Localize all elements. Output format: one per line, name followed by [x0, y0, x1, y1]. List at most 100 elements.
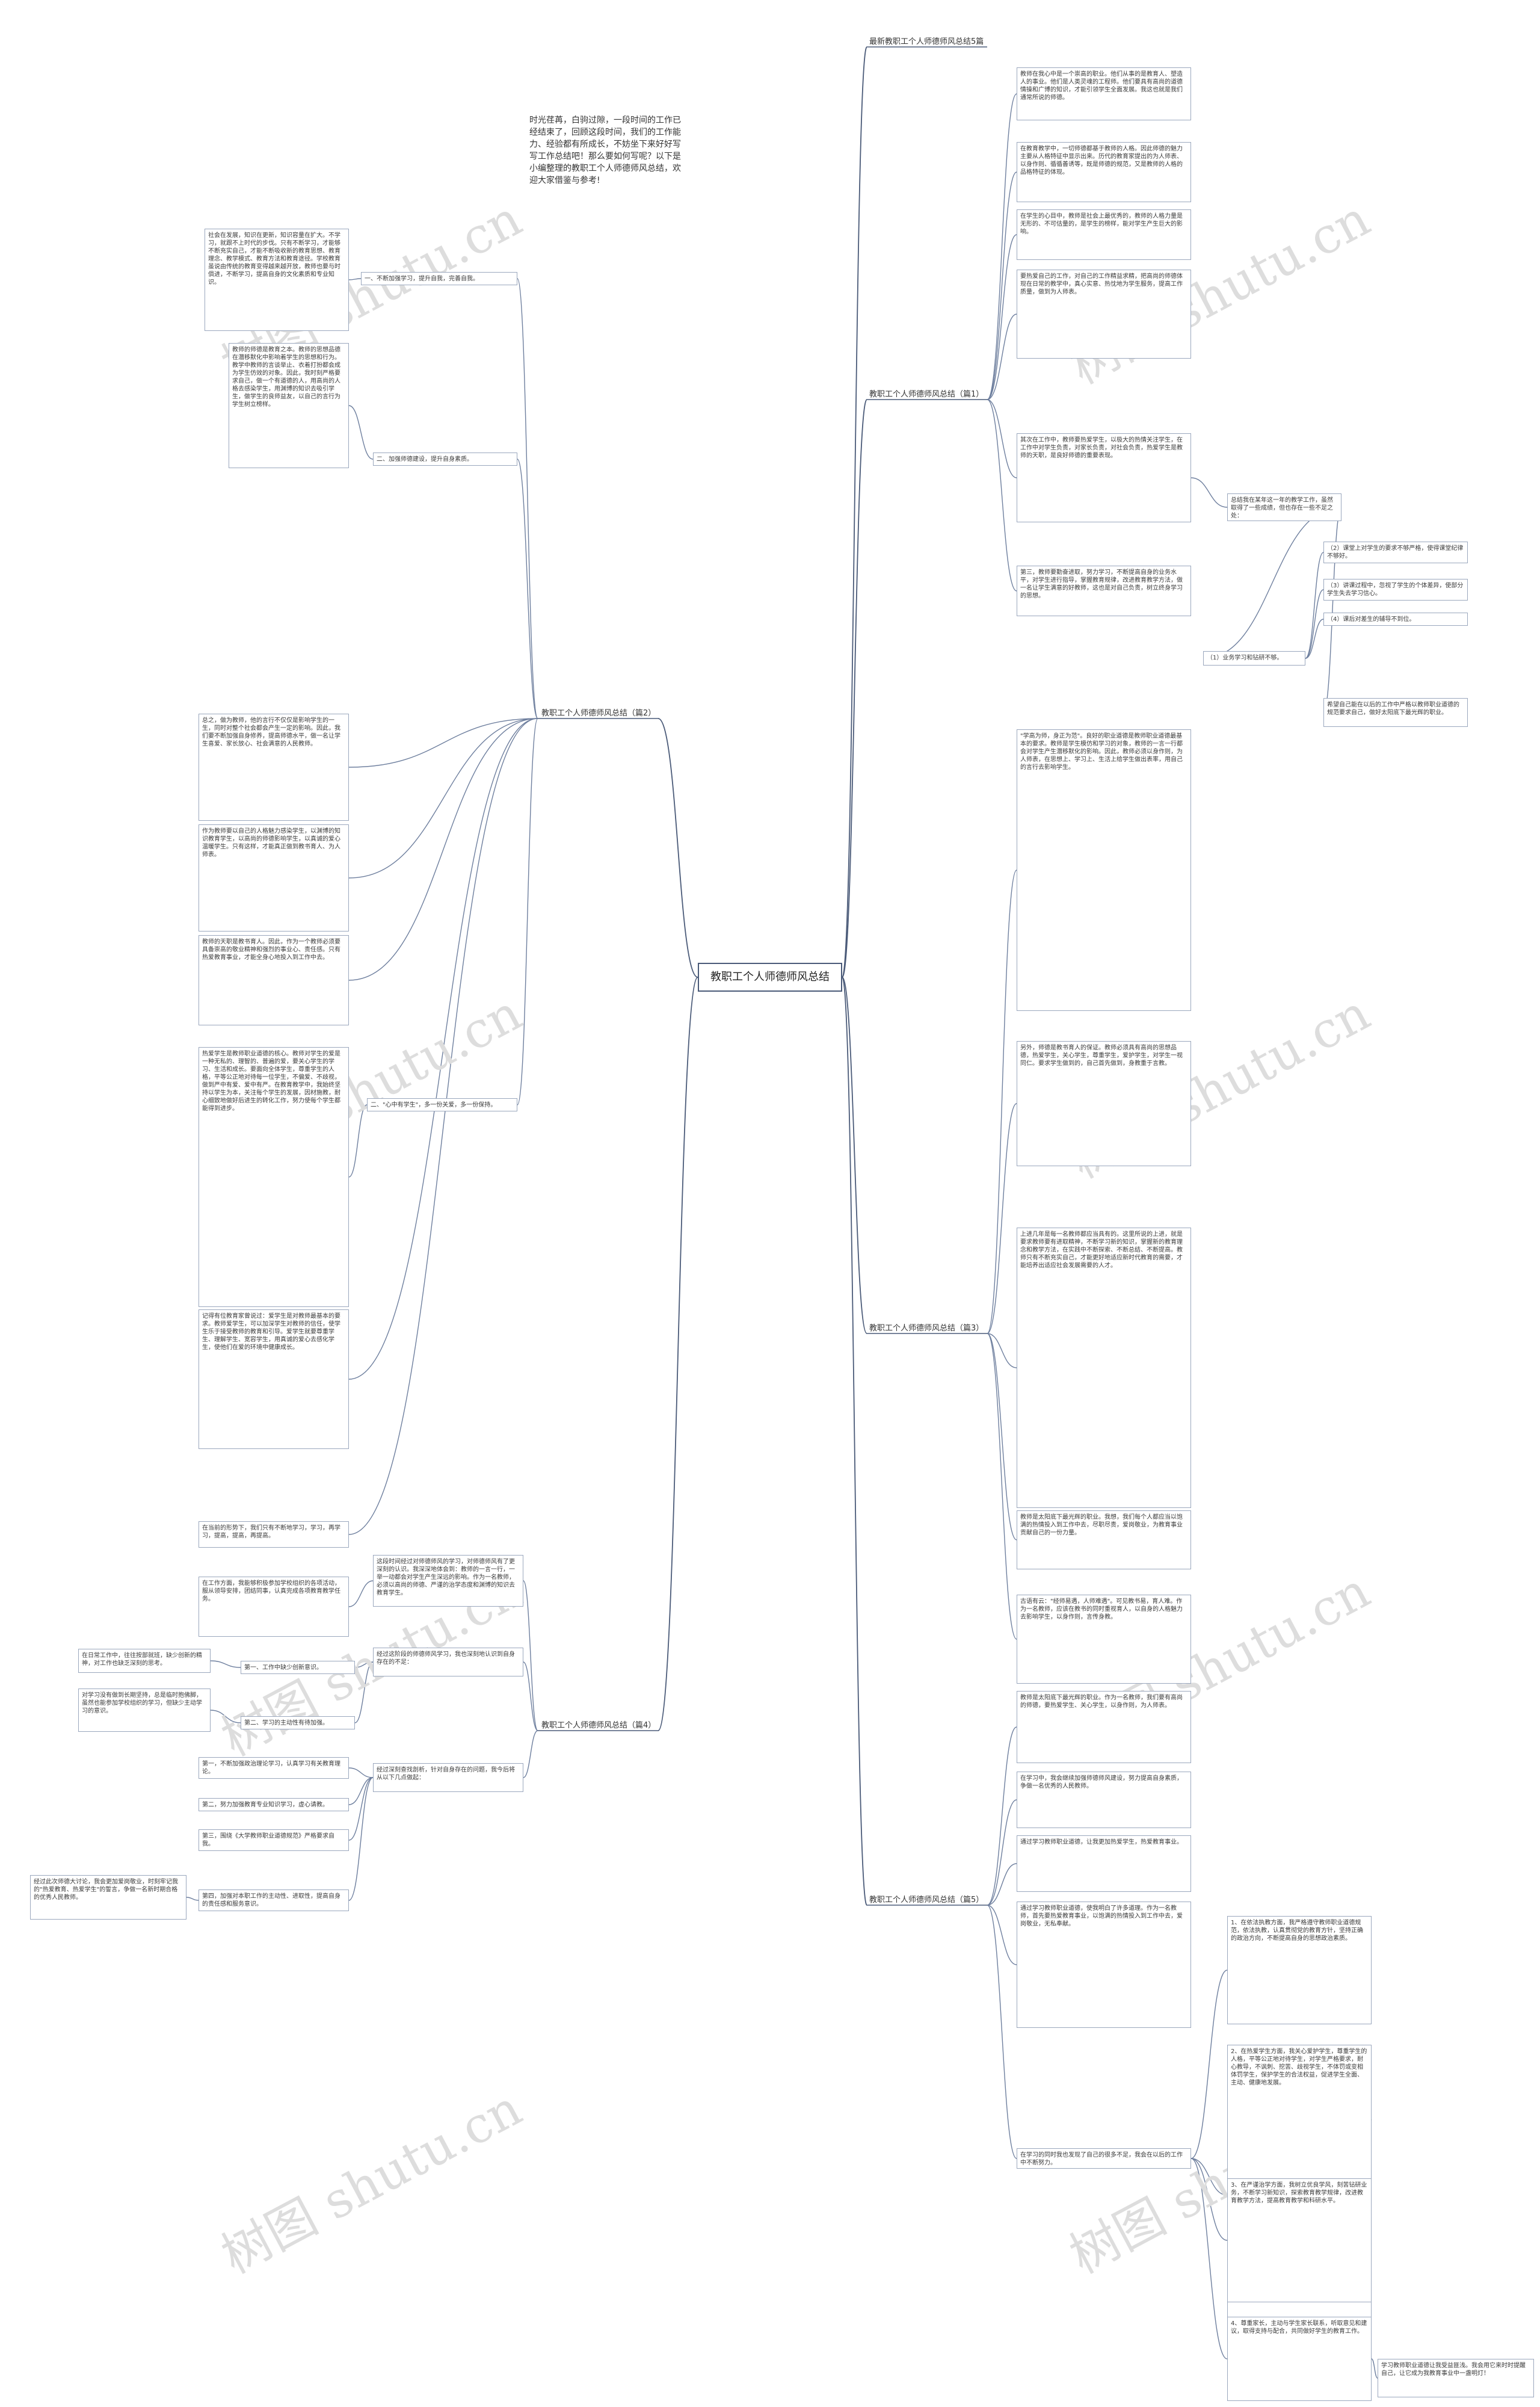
p4-lack-2-title[interactable]: 第二、学习的主动性有待加强。	[241, 1716, 355, 1729]
link-p4-plan-4-p4-plan-4-detail	[186, 1897, 199, 1901]
link-p5-point-4-p5-closing	[1371, 2358, 1378, 2379]
p4-plan-3[interactable]: 第三，围绕《大学教师职业道德规范》严格要求自我。	[199, 1829, 349, 1851]
link-p4-lacks-intro-p4-lack-2-title	[354, 1661, 374, 1723]
p4-lack-1-detail[interactable]: 在日常工作中，往往按部就班，缺少创新的精神，对工作也缺乏深刻的思考。	[78, 1649, 211, 1673]
p4-plan-4[interactable]: 第四，加强对本职工作的主动性、进取性，提高自身的责任感和服务意识。	[199, 1889, 349, 1911]
link-branch-p3-p3-para-2	[987, 1103, 1017, 1334]
p1-improve-3[interactable]: （4）课后对差生的辅导不到位。	[1323, 613, 1468, 626]
link-p2-section-2-title-p2-section-2-text	[348, 405, 374, 460]
link-p4-plans-intro-p4-plan-4	[348, 1777, 374, 1901]
link-branch-p5-p5-para-2	[987, 1799, 1017, 1906]
link-p5-para-5-p5-point-4	[1190, 2158, 1228, 2359]
p4-plan-1[interactable]: 第一，不断加强政治理论学习，认真学习有关教育理论。	[199, 1757, 349, 1779]
link-branch-p1-p1-para-5	[987, 399, 1017, 478]
branch-recommend[interactable]: 最新教职工个人师德师风总结5篇	[869, 37, 984, 46]
link-branch-p4-p4-plans-intro	[523, 1730, 538, 1778]
p3-para-1[interactable]: "学高为师，身正为范"。良好的职业道德是教师职业道德最基本的要求。教师是学生模仿…	[1017, 729, 1191, 1011]
p2-closing[interactable]: 在当前的形势下，我们只有不断地学习，学习，再学习，提高，提高，再提高。	[199, 1521, 349, 1548]
p4-plan-4-detail[interactable]: 经过此次师德大讨论，我会更加爱岗敬业，时刻牢记我的"热爱教育、热爱学生"的誓言，…	[30, 1875, 186, 1920]
p5-point-3[interactable]: 3、在严谨治学方面，我树立优良学风，刻苦钻研业务，不断学习新知识，探索教育教学规…	[1227, 2178, 1372, 2302]
branch-p3[interactable]: 教职工个人师德师风总结（篇3）	[869, 1324, 984, 1333]
link-root-branch-p4	[658, 977, 698, 1731]
link-p4-plans-intro-p4-plan-1	[348, 1767, 374, 1778]
link-branch-p5-p5-para-4	[987, 1905, 1017, 1965]
link-branch-p3-p3-para-5	[987, 1333, 1017, 1640]
link-root-branch-p2	[658, 718, 698, 978]
p3-para-2[interactable]: 另外，师德是教书育人的保证。教师必须具有高尚的思想品德，热爱学生，关心学生，尊重…	[1017, 1041, 1191, 1166]
p2-section-2-title[interactable]: 二、加强师德建设，提升自身素质。	[373, 453, 517, 466]
p2-section-3-text[interactable]: 热爱学生是教师职业道德的核心。教师对学生的爱是一种无私的、理智的、普遍的爱，要关…	[199, 1047, 349, 1307]
p1-summary-intro[interactable]: 总结我在某年这一年的教学工作，虽然取得了一些成绩，但也存在一些不足之处：	[1227, 493, 1341, 521]
p1-improve-2[interactable]: （3）讲课过程中，忽视了学生的个体差异，使部分学生失去学习信心。	[1323, 579, 1468, 601]
link-branch-p3-p3-para-4	[987, 1333, 1017, 1540]
link-branch-p1-p1-para-2	[987, 171, 1017, 400]
link-branch-p4-p4-intro	[523, 1580, 538, 1731]
link-p1-improve-title-p1-improve-2	[1305, 589, 1324, 659]
p2-para-1[interactable]: 总之，做为教师，他的言行不仅仅是影响学生的一生，同时对整个社会都会产生一定的影响…	[199, 714, 349, 821]
link-branch-p2-p2-para-3	[348, 718, 538, 981]
p4-work-intro[interactable]: 在工作方面，我能够积极参加学校组织的各项活动，服从领导安排，团结同事，认真完成各…	[199, 1577, 349, 1637]
link-branch-p2-p2-section-3-title	[517, 718, 538, 1105]
p4-plan-2[interactable]: 第二，努力加强教育专业知识学习，虚心请教。	[199, 1798, 349, 1811]
p3-para-5[interactable]: 古语有云："经师易遇，人师难遇"。可见教书易，育人难。作为一名教师，应该在教书的…	[1017, 1595, 1191, 1684]
p1-para-3[interactable]: 在学生的心目中，教师是社会上最优秀的，教师的人格力量是无形的、不可估量的，是学生…	[1017, 209, 1191, 260]
p4-lacks-intro[interactable]: 经过这阶段的师德师风学习，我也深刻地认识到自身存在的不足：	[373, 1648, 523, 1676]
p1-para-4[interactable]: 要热爱自己的工作，对自己的工作精益求精，把高尚的师德体现在日常的教学中，真心实意…	[1017, 270, 1191, 359]
link-root-branch-p1	[842, 399, 867, 978]
p2-para-3[interactable]: 教师的天职是教书育人。因此，作为一个教师必须要具备崇高的敬业精神和强烈的事业心、…	[199, 935, 349, 1025]
link-root-branch-p5	[842, 977, 867, 1906]
p5-para-1[interactable]: 教师是太阳底下最光辉的职业。作为一名教师，我们要有高尚的师德，要热爱学生、关心学…	[1017, 1691, 1191, 1763]
link-p4-lack-2-title-p4-lack-2-detail	[210, 1710, 241, 1723]
link-p1-improve-title-p1-improve-3	[1305, 619, 1324, 659]
link-p5-para-5-p5-point-1	[1190, 1970, 1228, 2159]
link-branch-p3-p3-para-3	[987, 1333, 1017, 1368]
p1-para-6[interactable]: 第三，教师要勤奋进取，努力学习，不断提高自身的业务水平，对学生进行指导，掌握教育…	[1017, 566, 1191, 616]
link-p4-intro-p4-work-intro	[348, 1580, 374, 1607]
p1-para-5[interactable]: 其次在工作中，教师要热爱学生，以极大的热情关注学生，在工作中对学生负责，对家长负…	[1017, 433, 1191, 522]
root-node[interactable]: 教职工个人师德师风总结	[698, 963, 842, 992]
p2-para-4[interactable]: 记得有位教育家曾说过：爱学生是对教师最基本的要求。教师爱学生，可以加深学生对教师…	[199, 1309, 349, 1449]
link-p5-para-5-p5-point-2	[1190, 2158, 1228, 2196]
p5-para-2[interactable]: 在学习中，我会继续加强师德师风建设，努力提高自身素质，争做一名优秀的人民教师。	[1017, 1772, 1191, 1828]
link-p4-lack-1-title-p4-lack-1-detail	[210, 1660, 241, 1668]
p4-lack-2-detail[interactable]: 对学习没有做到长期坚持，总是临时抱佛脚，虽然也能参加学校组织的学习，但缺少主动学…	[78, 1689, 211, 1732]
p5-para-5[interactable]: 在学习的同时我也发现了自己的很多不足，我会在以后的工作中不断努力。	[1017, 2148, 1191, 2169]
link-root-branch-recommend	[842, 46, 867, 978]
link-p4-plans-intro-p4-plan-2	[348, 1777, 374, 1805]
branch-p5[interactable]: 教职工个人师德师风总结（篇5）	[869, 1896, 984, 1905]
branch-p2[interactable]: 教职工个人师德师风总结（篇2）	[541, 709, 656, 718]
p5-point-4[interactable]: 4、尊重家长，主动与学生家长联系，听取意见和建议，取得支持与配合，共同做好学生的…	[1227, 2317, 1372, 2401]
p2-section-1-text[interactable]: 社会在发展，知识在更新，知识容量在扩大。不学习，就跟不上时代的步伐。只有不断学习…	[205, 229, 349, 331]
p5-para-4[interactable]: 通过学习教师职业道德，使我明白了许多道理。作为一名教师，首先要热爱教育事业，以饱…	[1017, 1902, 1191, 2028]
link-p4-lacks-intro-p4-lack-1-title	[354, 1661, 374, 1668]
link-branch-p4-p4-lacks-intro	[523, 1661, 538, 1731]
p2-section-3-title[interactable]: 二、"心中有学生"，多一份关爱，多一份保持。	[367, 1098, 517, 1111]
link-branch-p2-p2-para-4	[348, 718, 538, 1380]
p4-lack-1-title[interactable]: 第一、工作中缺少创新意识。	[241, 1661, 355, 1674]
intro-text: 时光荏苒，白驹过隙，一段时间的工作已经结束了，回顾这段时间，我们的工作能力、经验…	[529, 116, 681, 185]
p5-closing[interactable]: 学习教师职业道德让我受益匪浅。我会用它来时时提醒自己，让它成为我教育事业中一盏明…	[1378, 2359, 1534, 2397]
p4-intro[interactable]: 这段时间经过对师德师风的学习，对师德师风有了更深刻的认识。我深深地体会到：教师的…	[373, 1555, 523, 1607]
p3-para-3[interactable]: 上进几年是每一名教师都应当具有的。这里所说的上进，就是要求教师要有进取精神，不断…	[1017, 1228, 1191, 1508]
link-p4-plans-intro-p4-plan-3	[348, 1777, 374, 1841]
link-branch-p1-p1-para-4	[987, 314, 1017, 400]
p2-para-2[interactable]: 作为教师要以自己的人格魅力感染学生，以渊博的知识教育学生，以高尚的师德影响学生，…	[199, 824, 349, 932]
p1-improve-title[interactable]: （1）业务学习和钻研不够。	[1203, 651, 1305, 666]
p4-plans-intro[interactable]: 经过深刻查找剖析，针对自身存在的问题，我今后将从以下几点做起：	[373, 1763, 523, 1792]
p1-para-1[interactable]: 教师在我心中是一个崇高的职业。他们从事的是教育人、塑造人的事业。他们是人类灵魂的…	[1017, 67, 1191, 120]
p2-section-1-title[interactable]: 一、不断加强学习，提升自我，完善自我。	[361, 272, 517, 285]
p3-para-4[interactable]: 教师是太阳底下最光辉的职业。我想，我们每个人都应当以饱满的热情投入到工作中去，尽…	[1017, 1510, 1191, 1569]
p1-improve-1[interactable]: （2）课堂上对学生的要求不够严格，使得课堂纪律不够好。	[1323, 542, 1468, 563]
link-branch-p1-p1-para-1	[987, 93, 1017, 400]
branch-p4[interactable]: 教职工个人师德师风总结（篇4）	[541, 1721, 656, 1730]
p1-para-2[interactable]: 在教育教学中，一切师德都基于教师的人格。因此师德的魅力主要从人格特征中显示出来。…	[1017, 142, 1191, 202]
link-branch-p2-p2-para-2	[348, 718, 538, 879]
link-p1-para-5-p1-summary-intro	[1190, 477, 1228, 508]
p5-para-3[interactable]: 通过学习教师职业道德，让我更加热爱学生，热爱教育事业。	[1017, 1835, 1191, 1892]
p2-section-2-text[interactable]: 教师的师德是教育之本。教师的思想品德在潜移默化中影响着学生的思想和行为。教学中教…	[229, 343, 349, 468]
branch-p1[interactable]: 教职工个人师德师风总结（篇1）	[869, 390, 984, 399]
p5-point-1[interactable]: 1、在依法执教方面，我严格遵守教师职业道德规范，依法执教，认真贯彻党的教育方针，…	[1227, 1916, 1372, 2024]
p1-hope[interactable]: 希望自己能在以后的工作中严格以教师职业道德的规范要求自己，做好太阳底下最光辉的职…	[1323, 698, 1468, 727]
link-branch-p2-p2-para-1	[348, 718, 538, 768]
